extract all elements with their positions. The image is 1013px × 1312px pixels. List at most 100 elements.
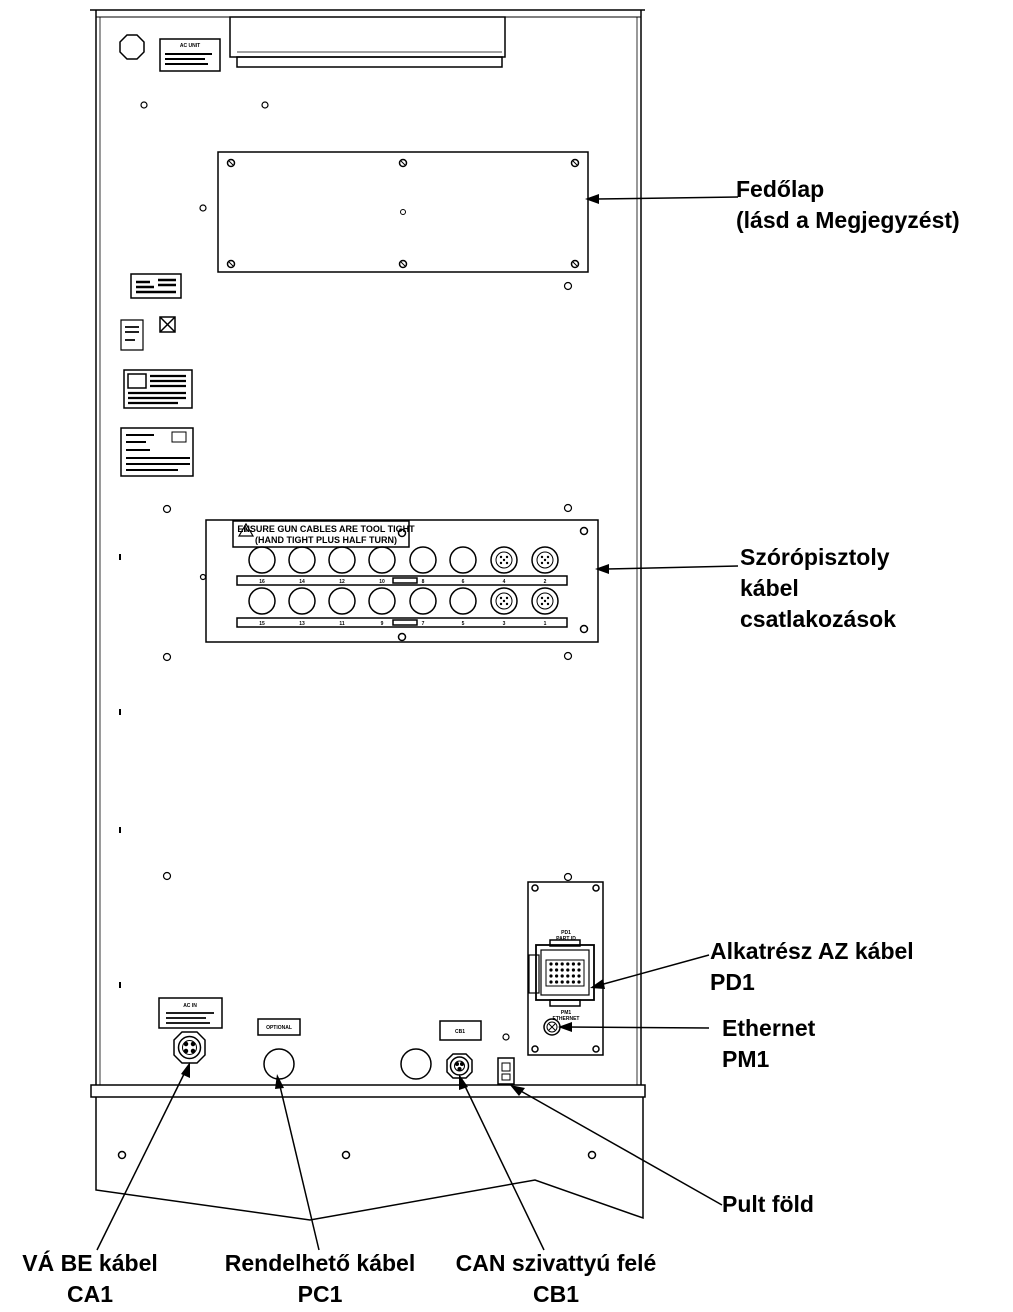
warning-sticker-3 (123, 369, 193, 409)
gun-port-15 (248, 587, 276, 615)
pd1-pin (560, 974, 564, 978)
pd1-pin (555, 974, 559, 978)
gun-port-number-16: 16 (259, 579, 265, 585)
pd1-pin (555, 962, 559, 966)
warning-text-line1: ENSURE GUN CABLES ARE TOOL TIGHT (237, 524, 415, 534)
cover-plate (217, 151, 589, 273)
gun-port-receptacle (495, 592, 513, 610)
callout-acin-line1: VÁ BE kábel (22, 1250, 158, 1276)
gun-cable-plate: ENSURE GUN CABLES ARE TOOL TIGHT (HAND T… (205, 519, 599, 643)
pd1-pin (571, 974, 576, 978)
callout-gun-line3: csatlakozások (740, 606, 896, 632)
callout-ethernet-line2: PM1 (722, 1046, 770, 1072)
gun-port-1 (531, 587, 559, 615)
gun-port-number-8: 8 (422, 579, 425, 585)
gun-port-pin (543, 599, 547, 603)
optional-label: OPTIONAL (266, 1025, 292, 1031)
pd1-pin (577, 974, 581, 978)
gun-port-2 (531, 546, 559, 574)
pd1-pin (566, 980, 570, 984)
pd1-pin (555, 968, 559, 972)
pd1-pin (577, 980, 581, 984)
callout-gun-cables: Szórópisztoly kábel csatlakozások (740, 542, 896, 635)
ac-in-connector: AC IN (158, 997, 223, 1064)
gun-port-number-13: 13 (299, 621, 305, 627)
pd1-pin (560, 962, 564, 966)
gun-port-number-4: 4 (503, 579, 506, 585)
cabinet-body (90, 9, 646, 1221)
gun-port-number-5: 5 (462, 621, 465, 627)
warning-sticker-2 (120, 319, 144, 351)
gun-port-receptacle (495, 551, 513, 569)
gun-port-pin (499, 561, 503, 565)
pd1-pin (571, 968, 576, 972)
gun-port-pin (502, 558, 506, 562)
gun-port-3 (490, 587, 518, 615)
callout-can-line1: CAN szivattyú felé (455, 1250, 657, 1276)
gun-port-14 (288, 546, 316, 574)
ground-lug (497, 1057, 515, 1085)
gun-port-number-15: 15 (259, 621, 265, 627)
warning-sticker-1 (130, 273, 182, 299)
callout-cover-plate: Fedőlap (lásd a Megjegyzést) (736, 174, 960, 236)
callout-cover-line2: (lásd a Megjegyzést) (736, 207, 960, 233)
callout-acin-line2: CA1 (66, 1281, 113, 1307)
gun-port-pin (543, 558, 547, 562)
part-id-plate-label: PART ID (556, 936, 576, 942)
pd1-pin (560, 980, 564, 984)
callout-gun-line1: Szórópisztoly (740, 544, 890, 570)
warning-text-line2: (HAND TIGHT PLUS HALF TURN) (255, 535, 397, 545)
callout-partid-line1: Alkatrész AZ kábel (710, 938, 914, 964)
gun-port-16 (248, 546, 276, 574)
pd1-pin (566, 962, 570, 966)
gun-port-number-12: 12 (339, 579, 345, 585)
pd1-plate-label: PD1 (561, 930, 571, 936)
pm1-plate-label: PM1 (561, 1010, 572, 1016)
pd1-connector (528, 939, 595, 1007)
pm1-connector: PM1 ETHERNET (543, 1010, 579, 1036)
pd1-pin (560, 968, 564, 972)
ac-unit-label: AC UNIT (180, 43, 200, 49)
gun-port-number-7: 7 (422, 621, 425, 627)
part-id-plate: PD1 PART ID (527, 881, 604, 1056)
gun-port-receptacle (536, 592, 554, 610)
gun-port-number-14: 14 (299, 579, 305, 585)
gun-port-pin (499, 596, 503, 600)
callout-cover-line1: Fedőlap (736, 176, 825, 202)
gun-port-pin (505, 602, 509, 606)
gun-port-number-1: 1 (544, 621, 547, 627)
gun-port-7 (409, 587, 437, 615)
ac-unit-label-plate: AC UNIT (159, 38, 221, 72)
rating-sticker (120, 427, 194, 477)
callout-ac-in: VÁ BE kábel CA1 (0, 1248, 180, 1310)
gun-port-12 (328, 546, 356, 574)
gun-port-9 (368, 587, 396, 615)
can-connector: CB1 (439, 1020, 482, 1079)
callout-ethernet: Ethernet PM1 (722, 1013, 815, 1075)
pd1-pin (549, 962, 553, 966)
pd1-pin (577, 968, 581, 972)
lower-panel-screws (117, 1150, 597, 1160)
ac-in-label: AC IN (183, 1003, 197, 1009)
gun-port-5 (449, 587, 477, 615)
gun-port-number-9: 9 (381, 621, 384, 627)
pd1-pin (571, 980, 576, 984)
gun-port-pin (546, 596, 550, 600)
pd1-pin (566, 974, 570, 978)
gun-port-10 (368, 546, 396, 574)
gun-port-pin (505, 561, 509, 565)
pd1-pin (566, 968, 570, 972)
gun-port-13 (288, 587, 316, 615)
cb1-label: CB1 (455, 1029, 465, 1035)
top-vent-housing (229, 16, 506, 68)
gun-port-11 (328, 587, 356, 615)
callout-ethernet-line1: Ethernet (722, 1015, 816, 1041)
pd1-pin (549, 974, 553, 978)
callout-optional-line1: Rendelhető kábel (224, 1250, 416, 1276)
arrowheads (181, 194, 609, 1096)
gun-port-pin (499, 555, 503, 559)
optional-connector: OPTIONAL (257, 1018, 301, 1080)
gun-port-8 (409, 546, 437, 574)
gun-port-6 (449, 546, 477, 574)
